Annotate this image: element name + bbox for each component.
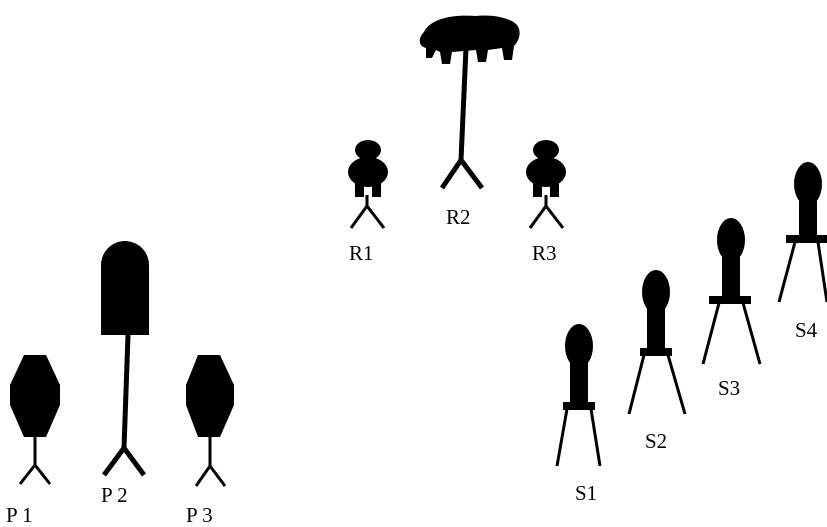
target-stand-icon [194,437,227,487]
target-label: S3 [718,376,740,400]
target-stand-icon [701,302,762,365]
target-r1: R1 [348,140,388,265]
target-stand-icon [528,195,565,229]
hexagon-target-icon [10,355,60,437]
silhouette-target-icon [786,162,827,243]
target-s3: S3 [701,218,762,400]
target-p2: P 2 [101,241,149,507]
target-label: R3 [532,241,557,265]
silhouette-target-icon [640,270,672,356]
target-label: S1 [575,481,597,505]
target-label: R2 [446,205,471,229]
target-r3: R3 [526,140,566,265]
target-label: R1 [349,241,374,265]
target-stand-icon [18,437,52,485]
target-stand-icon [349,195,386,229]
target-stand-icon [101,334,147,477]
target-stand-icon [555,408,602,467]
critter-silhouette-icon [348,140,388,197]
target-p3: P 3 [186,355,234,527]
target-label: S2 [645,429,667,453]
rounded-target-icon [101,241,149,335]
critter-silhouette-icon [526,140,566,197]
bison-silhouette-icon [419,15,520,65]
silhouette-target-icon [709,218,751,304]
target-stand-icon [777,241,827,303]
target-r2: R2 [419,15,520,229]
target-s2: S2 [627,270,687,453]
hexagon-target-icon [186,355,234,437]
target-p1: P 1 [6,355,60,527]
target-label: P 1 [6,503,33,527]
target-stand-icon [627,354,687,415]
target-label: P 3 [186,503,213,527]
target-s1: S1 [555,324,602,505]
silhouette-target-icon [563,324,595,410]
target-stand-icon [439,47,484,190]
target-s4: S4 [777,162,827,342]
target-label: S4 [795,318,818,342]
target-label: P 2 [101,483,128,507]
